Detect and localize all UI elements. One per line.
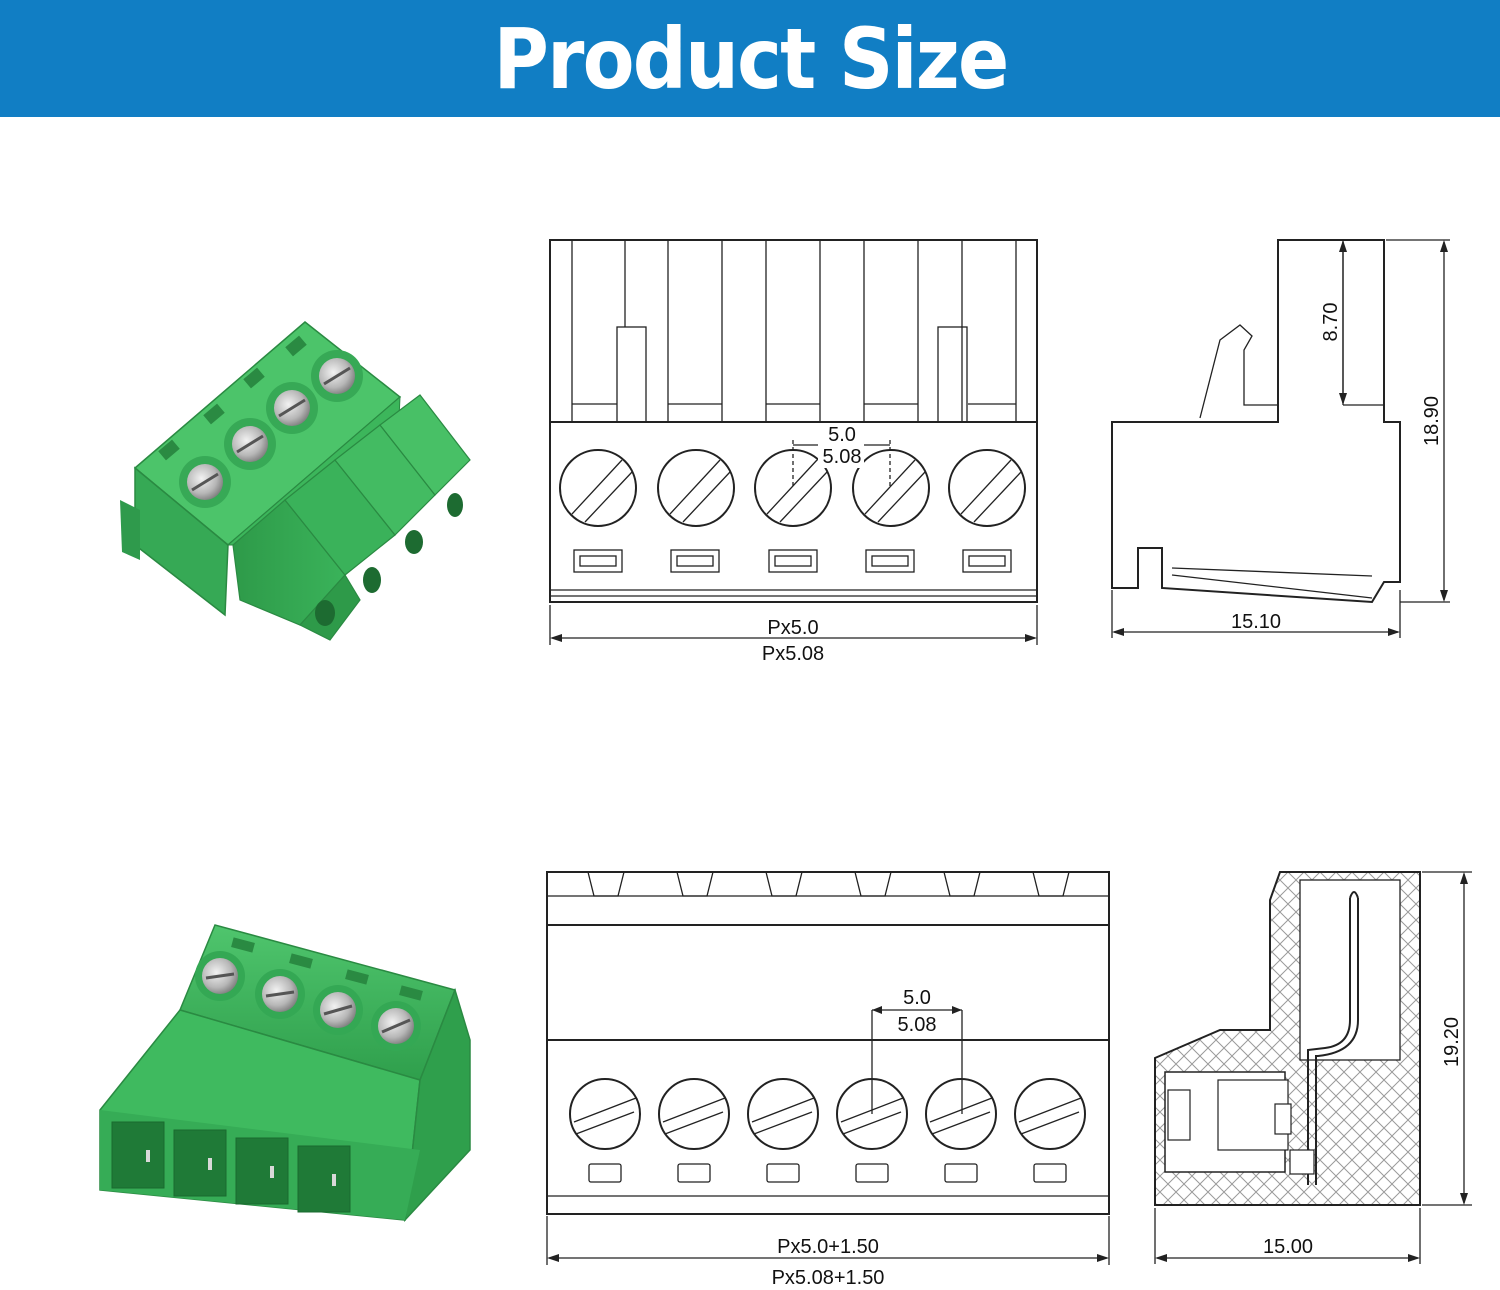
total-length-label-b: Px5.08+1.50 <box>772 1267 885 1289</box>
side-height-label: 18.90 <box>1421 396 1443 446</box>
pitch-label-a: 5.0 <box>828 424 856 446</box>
side-height-label: 19.20 <box>1441 1017 1463 1067</box>
pitch-label-b: 5.08 <box>823 446 862 468</box>
total-length-label-a: Px5.0 <box>767 617 818 639</box>
pitch-label-b: 5.08 <box>898 1014 937 1036</box>
title-banner: Product Size <box>0 0 1500 117</box>
side-sub-height-label: 8.70 <box>1320 303 1342 342</box>
page-title: Product Size <box>493 9 1009 108</box>
side-depth-label: 15.00 <box>1263 1236 1313 1258</box>
connector-photo-bottom <box>99 924 471 1223</box>
connector-photo-top <box>120 321 471 641</box>
front-view-drawing-top: 5.0 5.08 Px5.0 Px5.08 <box>549 239 1038 665</box>
screw-icon-group <box>179 350 363 508</box>
screw-holes-top <box>559 449 1026 527</box>
front-view-drawing-bottom: 5.0 5.08 Px5.0+1.50 Px5.08+1.50 <box>546 871 1110 1289</box>
pitch-label-a: 5.0 <box>903 987 931 1009</box>
side-depth-label: 15.10 <box>1231 611 1281 633</box>
total-length-label-a: Px5.0+1.50 <box>777 1236 879 1258</box>
total-length-label-b: Px5.08 <box>762 643 824 665</box>
side-view-drawing-top: 8.70 18.90 15.10 <box>1111 239 1450 638</box>
side-view-drawing-bottom: 19.20 15.00 <box>1154 871 1472 1264</box>
